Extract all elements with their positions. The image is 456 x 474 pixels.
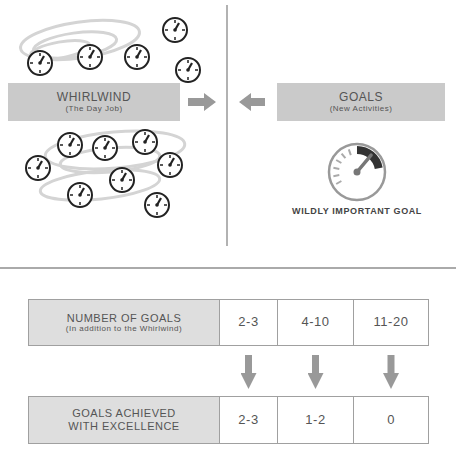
- node-title: WHIRLWIND: [57, 91, 131, 105]
- table-cell: 2-3: [219, 396, 278, 444]
- node-subtitle: (The Day Job): [65, 104, 122, 113]
- divider-line: [226, 5, 228, 246]
- caption-label: WILDLY IMPORTANT GOAL: [277, 206, 437, 216]
- gauge-icon: [329, 144, 385, 200]
- node-title: 2-3: [238, 315, 258, 330]
- block-arrow: [188, 93, 216, 111]
- flow-arrow: [388, 355, 395, 381]
- flow-arrow: [312, 355, 319, 381]
- category-box: WHIRLWIND(The Day Job): [8, 83, 180, 121]
- node-title: 2-3: [238, 413, 258, 428]
- flow-arrow: [245, 355, 252, 381]
- table-cell: 11-20: [353, 299, 429, 346]
- node-title: 11-20: [374, 315, 409, 330]
- node-title: 0: [387, 413, 395, 428]
- category-box: GOALS(New Activities): [277, 83, 445, 121]
- divider-line: [0, 267, 456, 269]
- node-subtitle: (New Activities): [330, 104, 393, 113]
- row-header-cell: NUMBER OF GOALS(In addition to the Whirl…: [28, 299, 220, 346]
- node-subtitle: (In addition to the Whirlwind): [66, 324, 182, 333]
- node-title: 4-10: [301, 315, 329, 330]
- row-header-cell: GOALS ACHIEVED WITH EXCELLENCE: [28, 396, 220, 444]
- node-title: 1-2: [305, 413, 325, 428]
- table-cell: 1-2: [277, 396, 354, 444]
- table-cell: 4-10: [277, 299, 354, 346]
- table-cell: 2-3: [219, 299, 278, 346]
- table-cell: 0: [353, 396, 429, 444]
- node-title: GOALS: [339, 91, 383, 105]
- block-arrow: [239, 93, 265, 111]
- node-title: GOALS ACHIEVED WITH EXCELLENCE: [59, 407, 189, 432]
- node-title: NUMBER OF GOALS: [67, 312, 181, 325]
